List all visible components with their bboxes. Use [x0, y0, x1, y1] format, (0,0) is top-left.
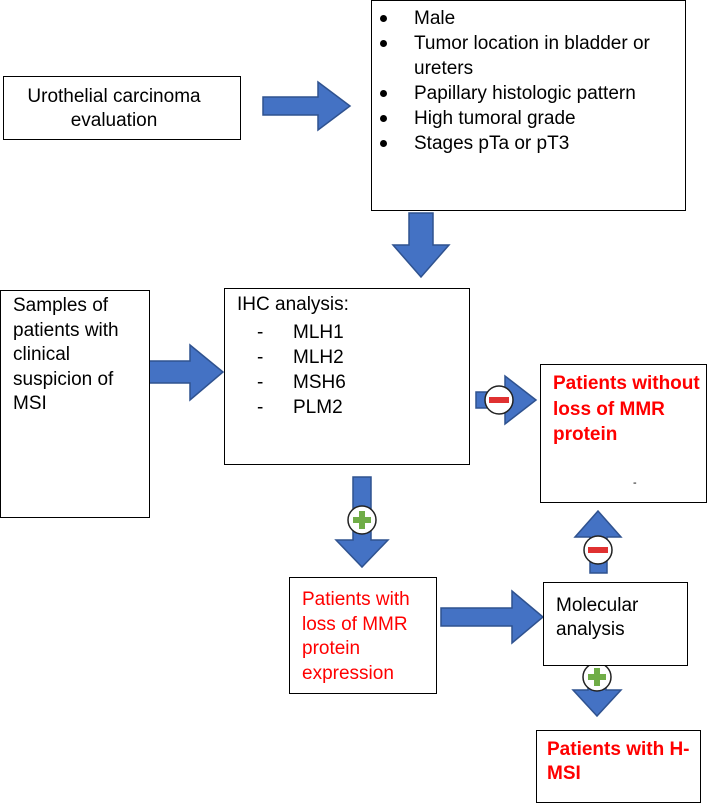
- criteria-item: Papillary histologic pattern: [372, 81, 652, 106]
- evaluation-text: Urothelial carcinoma evaluation: [27, 86, 201, 131]
- ihc-marker: MLH1: [225, 320, 465, 345]
- ihc-title: IHC analysis:: [237, 294, 349, 315]
- criteria-item: High tumoral grade: [372, 106, 652, 131]
- criteria-item: Stages pTa or pT3: [372, 131, 652, 156]
- hmsi-text: Patients with H-MSI: [547, 739, 690, 784]
- no-loss-box: Patients without loss of MMR protein -: [540, 364, 707, 503]
- ihc-marker: MSH6: [225, 370, 465, 395]
- molecular-text: Molecular analysis: [556, 595, 639, 640]
- ihc-marker: MLH2: [225, 345, 465, 370]
- ihc-box: IHC analysis: MLH1 MLH2 MSH6 PLM2: [224, 288, 470, 465]
- arrow-loss-to-molecular: [440, 589, 545, 645]
- criteria-box: Male Tumor location in bladder or ureter…: [371, 0, 686, 211]
- no-loss-mark: -: [633, 477, 637, 489]
- molecular-box: Molecular analysis: [543, 582, 688, 666]
- arrow-samples-to-ihc: [144, 343, 225, 402]
- samples-box: Samples of patients with clinical suspic…: [0, 290, 150, 518]
- hmsi-box: Patients with H-MSI: [536, 730, 701, 803]
- criteria-list: Male Tumor location in bladder or ureter…: [372, 6, 652, 156]
- loss-text: Patients with loss of MMR protein expres…: [302, 589, 410, 684]
- criteria-item: Male: [372, 6, 652, 31]
- minus-sign-icon: [484, 385, 514, 415]
- arrow-criteria-to-ihc: [391, 212, 451, 279]
- evaluation-box: Urothelial carcinoma evaluation: [3, 76, 241, 140]
- plus-sign-icon: [582, 662, 612, 692]
- plus-sign-icon: [347, 505, 377, 535]
- minus-sign-icon: [583, 535, 613, 565]
- arrow-evaluation-to-criteria: [262, 80, 352, 132]
- ihc-marker: PLM2: [225, 395, 465, 420]
- criteria-item: Tumor location in bladder or ureters: [372, 31, 652, 81]
- samples-text: Samples of patients with clinical suspic…: [13, 295, 119, 414]
- loss-box: Patients with loss of MMR protein expres…: [289, 577, 437, 694]
- no-loss-text: Patients without loss of MMR protein: [553, 373, 700, 445]
- ihc-markers: MLH1 MLH2 MSH6 PLM2: [225, 320, 465, 420]
